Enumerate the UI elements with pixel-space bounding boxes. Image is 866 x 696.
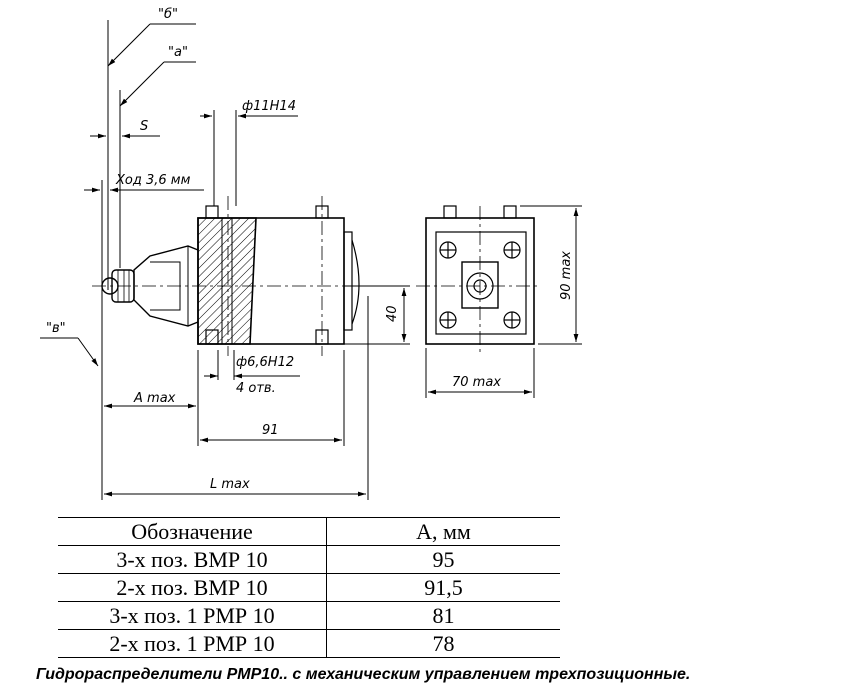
view-a-label: "а" (168, 45, 188, 60)
centre-lines (92, 196, 540, 356)
view-v-label: "в" (46, 321, 66, 336)
holes-count-label: 4 отв. (236, 381, 276, 396)
end-view (425, 205, 535, 345)
valve-drawing: "б" "а" "в" S ф11H14 Ход 3,6 мм ф6,6H12 … (40, 7, 582, 500)
table-header-row: Обозначение А, мм (58, 517, 560, 546)
dimension-lines (40, 20, 582, 500)
header-a-mm: А, мм (326, 517, 560, 546)
view-b-label: "б" (158, 7, 178, 22)
figure-caption: Гидрораспределители РМР10.. с механическ… (36, 666, 691, 683)
holes-label: ф6,6H12 (236, 355, 294, 370)
header-designation: Обозначение (58, 517, 327, 546)
dimension-labels: "б" "а" "в" S ф11H14 Ход 3,6 мм ф6,6H12 … (46, 7, 574, 492)
s-label: S (140, 119, 148, 134)
dim-91-label: 91 (262, 423, 279, 438)
row-a-value: 95 (326, 545, 560, 574)
row-a-value: 78 (326, 629, 560, 658)
row-designation: 2-х поз. 1 РМР 10 (58, 629, 327, 658)
table-row: 2-х поз. ВМР 10 91,5 (58, 573, 560, 602)
table-row: 3-х поз. 1 РМР 10 81 (58, 601, 560, 630)
height-90-label: 90 max (559, 251, 574, 300)
width-70-label: 70 max (452, 375, 501, 390)
row-a-value: 91,5 (326, 573, 560, 602)
table-row: 3-х поз. ВМР 10 95 (58, 545, 560, 574)
a-max-label: A max (133, 391, 176, 406)
row-designation: 2-х поз. ВМР 10 (58, 573, 327, 602)
dim-40-label: 40 (385, 305, 400, 322)
travel-label: Ход 3,6 мм (115, 173, 191, 188)
table-row: 2-х поз. 1 РМР 10 78 (58, 629, 560, 658)
row-designation: 3-х поз. ВМР 10 (58, 545, 327, 574)
side-view (101, 205, 360, 345)
l-max-label: L max (210, 477, 250, 492)
row-a-value: 81 (326, 601, 560, 630)
row-designation: 3-х поз. 1 РМР 10 (58, 601, 327, 630)
bore-label: ф11H14 (242, 99, 296, 114)
spec-table: Обозначение А, мм 3-х поз. ВМР 10 95 2-х… (58, 517, 560, 658)
